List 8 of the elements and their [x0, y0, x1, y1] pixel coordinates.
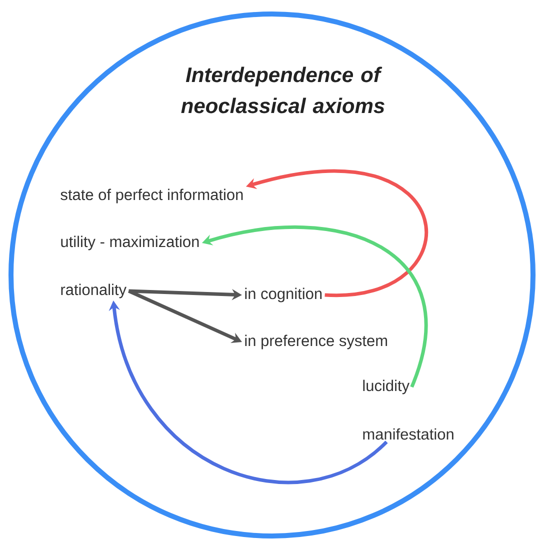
node-label: in cognition	[245, 288, 322, 302]
node-label: state of perfect information	[60, 188, 243, 204]
node-label: lucidity	[363, 380, 410, 394]
node-label: utility - maximization	[61, 236, 199, 250]
node-label: rationality	[61, 284, 126, 298]
node-label: in preference system	[245, 334, 387, 350]
title: Interdependence of neoclassical axioms	[181, 66, 384, 114]
node-label: manifestation	[363, 428, 454, 440]
